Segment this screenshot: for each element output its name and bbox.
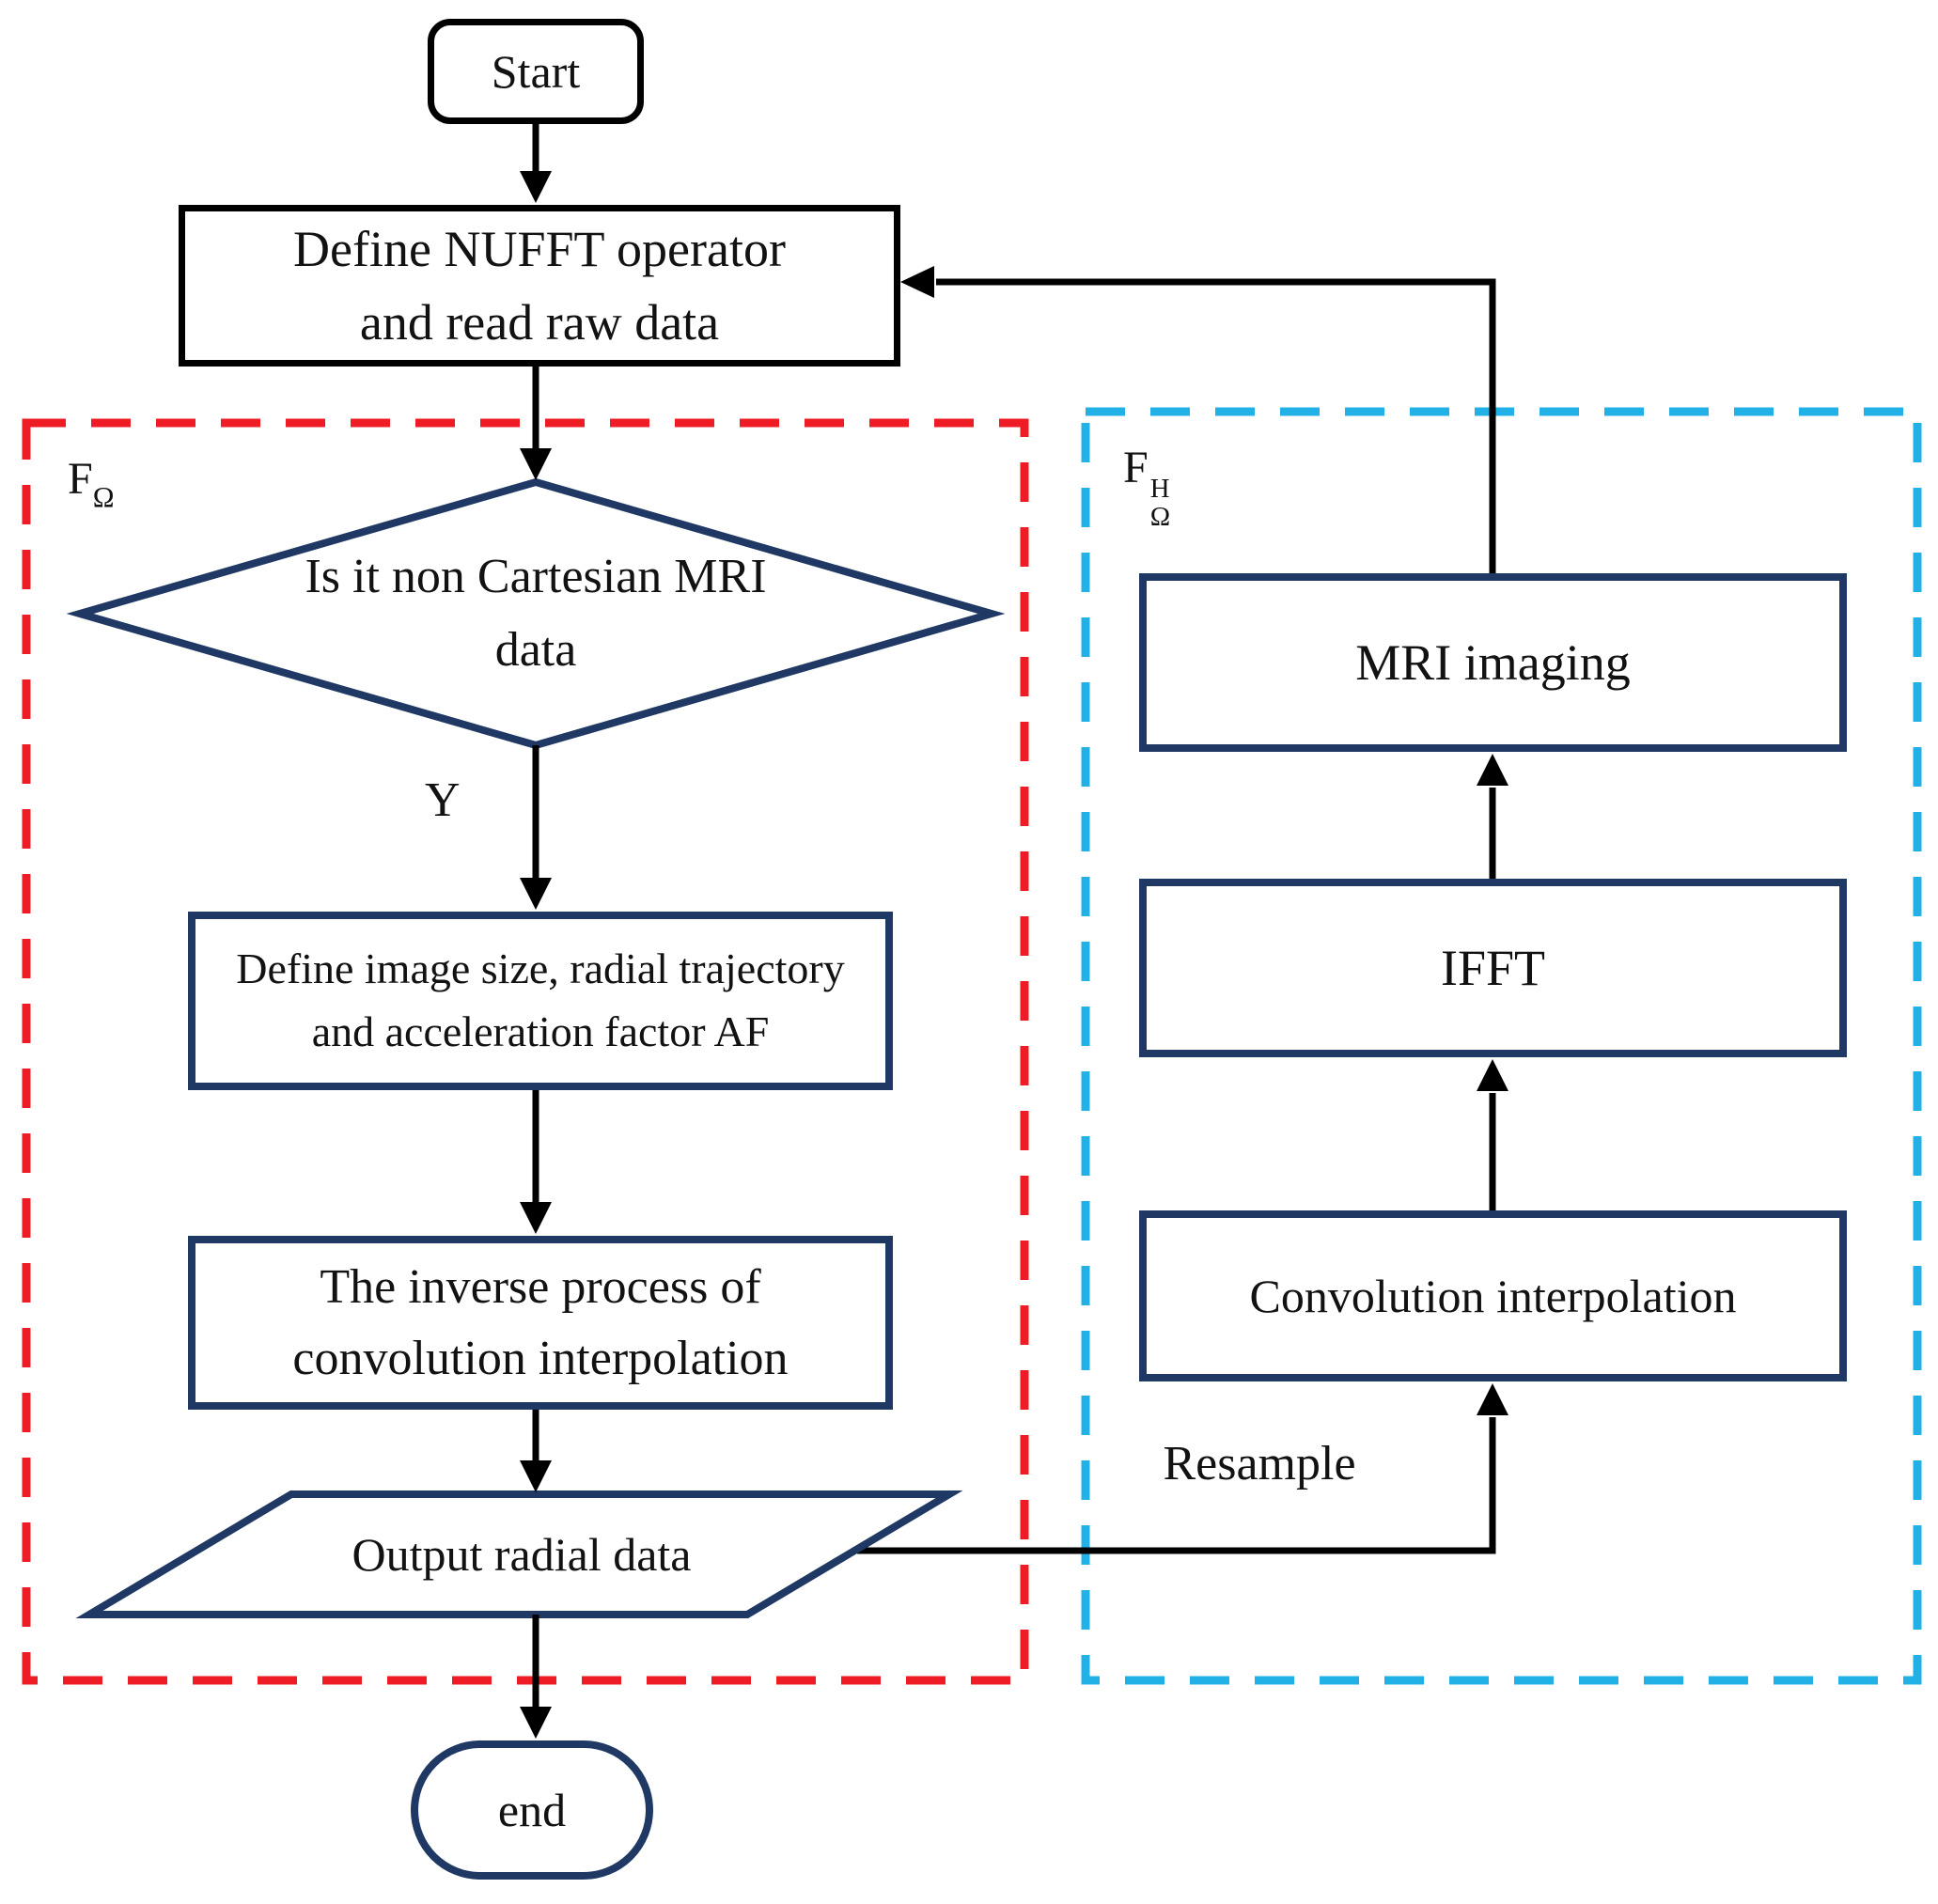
decision-line2: data [494, 623, 577, 677]
forward-operator-subscript: Ω [92, 480, 115, 513]
arrowhead-into-define [520, 171, 552, 203]
convolution-interpolation-label: Convolution interpolation [1249, 1269, 1737, 1322]
define-nufft-line2: and read raw data [359, 294, 720, 351]
adjoint-operator-base: F [1123, 443, 1149, 492]
define-nufft-node: Define NUFFT operator and read raw data [179, 205, 900, 367]
output-radial-label: Output radial data [352, 1527, 692, 1581]
adjoint-operator-subscript: Ω [1149, 502, 1171, 533]
ifft-node: IFFT [1139, 879, 1847, 1057]
mri-imaging-label: MRI imaging [1355, 633, 1631, 691]
resample-label: Resample [1163, 1437, 1356, 1490]
arrowhead-into-imagesize [520, 878, 552, 910]
arrowhead-into-output [520, 1460, 552, 1492]
arrowhead-into-inverse [520, 1202, 552, 1234]
arrowhead-into-decision [520, 448, 552, 480]
define-image-size-line2: and acceleration factor AF [311, 1007, 770, 1055]
decision-line1: Is it non Cartesian MRI [305, 550, 767, 603]
output-parallelogram-shape [75, 1490, 963, 1618]
end-label: end [497, 1783, 567, 1836]
arrowhead-into-convolution [1477, 1383, 1508, 1415]
define-image-size-node: Define image size, radial trajectory and… [188, 912, 893, 1090]
adjoint-operator-region-outline [1081, 407, 1922, 1685]
forward-operator-label: FΩ [68, 453, 115, 514]
decision-node-text: Is it non Cartesian MRI data [160, 534, 912, 694]
define-nufft-line1: Define NUFFT operator [293, 220, 786, 277]
ifft-label: IFFT [1440, 939, 1546, 996]
yes-branch-label: Y [425, 773, 461, 827]
forward-operator-region-outline [22, 418, 1029, 1685]
arrowhead-into-end [520, 1707, 552, 1739]
inverse-process-line2: convolution interpolation [292, 1331, 789, 1385]
start-label: Start [491, 44, 581, 98]
mri-imaging-node: MRI imaging [1139, 573, 1847, 752]
forward-operator-base: F [68, 454, 93, 504]
convolution-interpolation-node: Convolution interpolation [1139, 1210, 1847, 1381]
arrowhead-into-define-nufft [900, 266, 934, 298]
inverse-process-line1: The inverse process of [320, 1260, 761, 1315]
start-node: Start [428, 19, 644, 124]
inverse-process-node: The inverse process of convolution inter… [188, 1236, 893, 1410]
adjoint-operator-superscript: H [1149, 473, 1170, 504]
edge-mri-to-define-nufft [936, 278, 1496, 573]
edge-output-to-convolution [857, 1417, 1496, 1554]
output-radial-text: Output radial data [197, 1507, 846, 1601]
define-image-size-line1: Define image size, radial trajectory [236, 944, 845, 993]
end-node: end [411, 1740, 653, 1880]
arrowhead-into-mri [1477, 754, 1508, 786]
arrowhead-into-ifft [1477, 1059, 1508, 1091]
